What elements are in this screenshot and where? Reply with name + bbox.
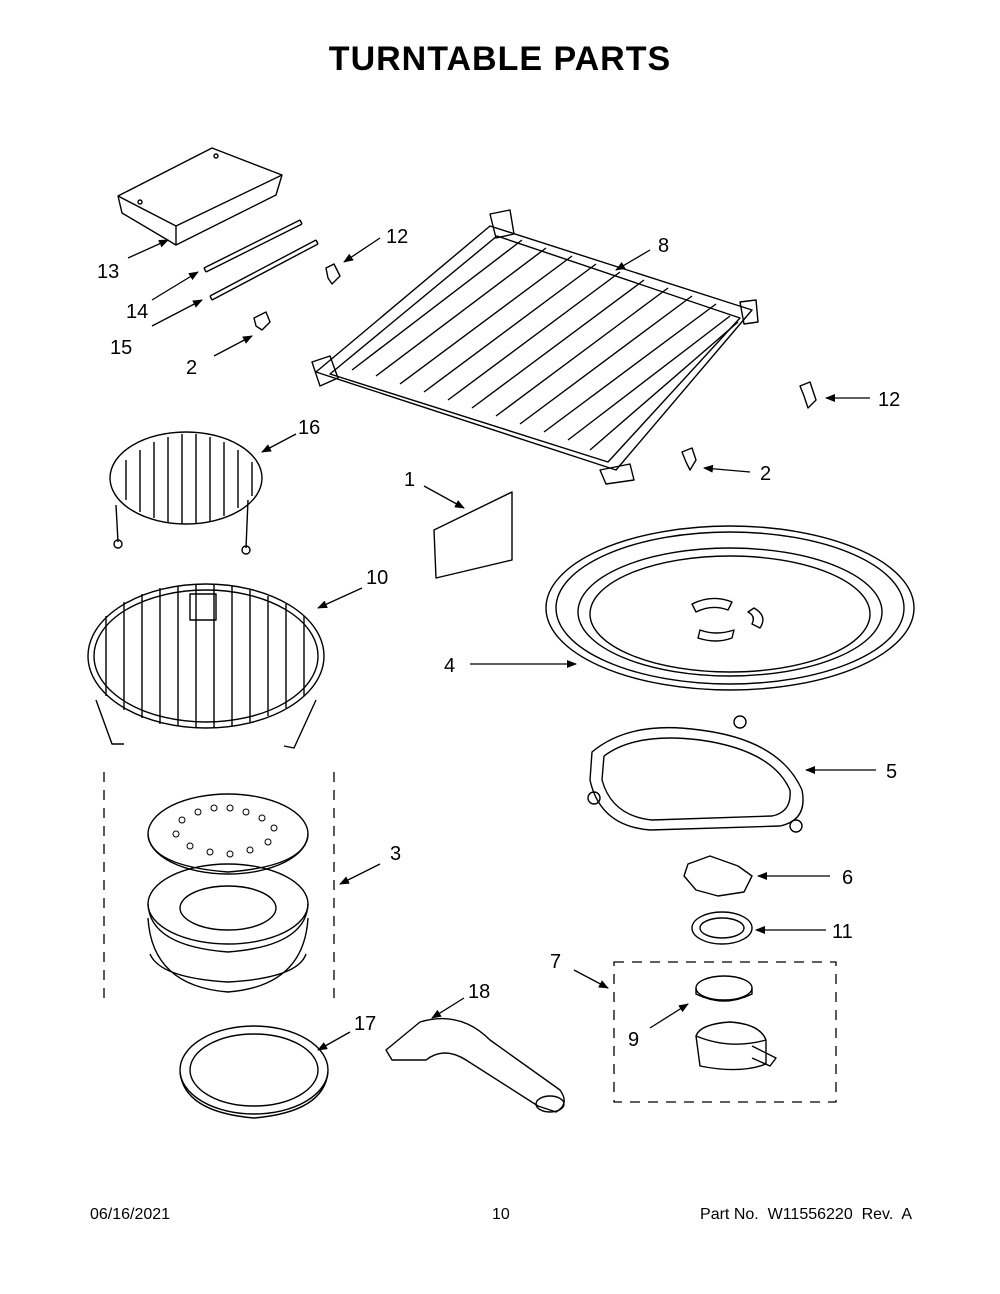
part-roller-ring	[587, 715, 804, 833]
callout-6: 6	[842, 867, 853, 889]
part-coupler	[683, 855, 753, 897]
callout-4: 4	[444, 655, 455, 677]
callout-5: 5	[886, 761, 897, 783]
callout-12b: 12	[878, 389, 900, 411]
callout-13: 13	[97, 261, 119, 283]
callout-3: 3	[390, 843, 401, 865]
footer-part-number: Part No. W11556220 Rev. A	[700, 1206, 912, 1223]
part-clip-12b	[799, 381, 817, 409]
callout-14: 14	[126, 301, 148, 323]
callout-18: 18	[468, 981, 490, 1003]
callout-11: 11	[832, 921, 853, 943]
part-disc	[695, 975, 753, 1002]
part-clip-12a	[325, 263, 341, 285]
callout-7: 7	[550, 951, 561, 973]
part-rod-14	[203, 219, 303, 273]
dish-lid-vent-holes	[172, 804, 278, 858]
part-seal-ring	[691, 911, 753, 945]
part-rod-15	[209, 239, 319, 301]
part-motor	[695, 1021, 777, 1071]
page-title: TURNTABLE PARTS	[328, 40, 672, 78]
footer-date: 06/16/2021	[90, 1206, 171, 1223]
callout-1: 1	[404, 469, 415, 491]
part-crisper-pan	[179, 1025, 329, 1119]
callout-2b: 2	[760, 463, 771, 485]
part-small-rack	[109, 431, 263, 555]
part-turntable-tray	[545, 525, 915, 691]
callout-9: 9	[628, 1029, 639, 1051]
part-handle	[385, 1017, 565, 1113]
part-cooking-dish	[147, 793, 309, 993]
part-plate	[433, 491, 513, 579]
part-clip-2b	[681, 447, 697, 471]
part-large-rack	[87, 583, 325, 749]
part-wire-rack	[311, 209, 759, 485]
group-box-7	[613, 961, 837, 1103]
footer-page-number: 10	[492, 1206, 510, 1223]
callout-17: 17	[354, 1013, 376, 1035]
callout-10: 10	[366, 567, 388, 589]
part-clip-2a	[253, 311, 271, 331]
callout-16: 16	[298, 417, 320, 439]
callout-12a: 12	[386, 226, 408, 248]
callout-8: 8	[658, 235, 669, 257]
callout-2a: 2	[186, 357, 197, 379]
callout-15: 15	[110, 337, 132, 359]
part-cover	[117, 147, 283, 246]
